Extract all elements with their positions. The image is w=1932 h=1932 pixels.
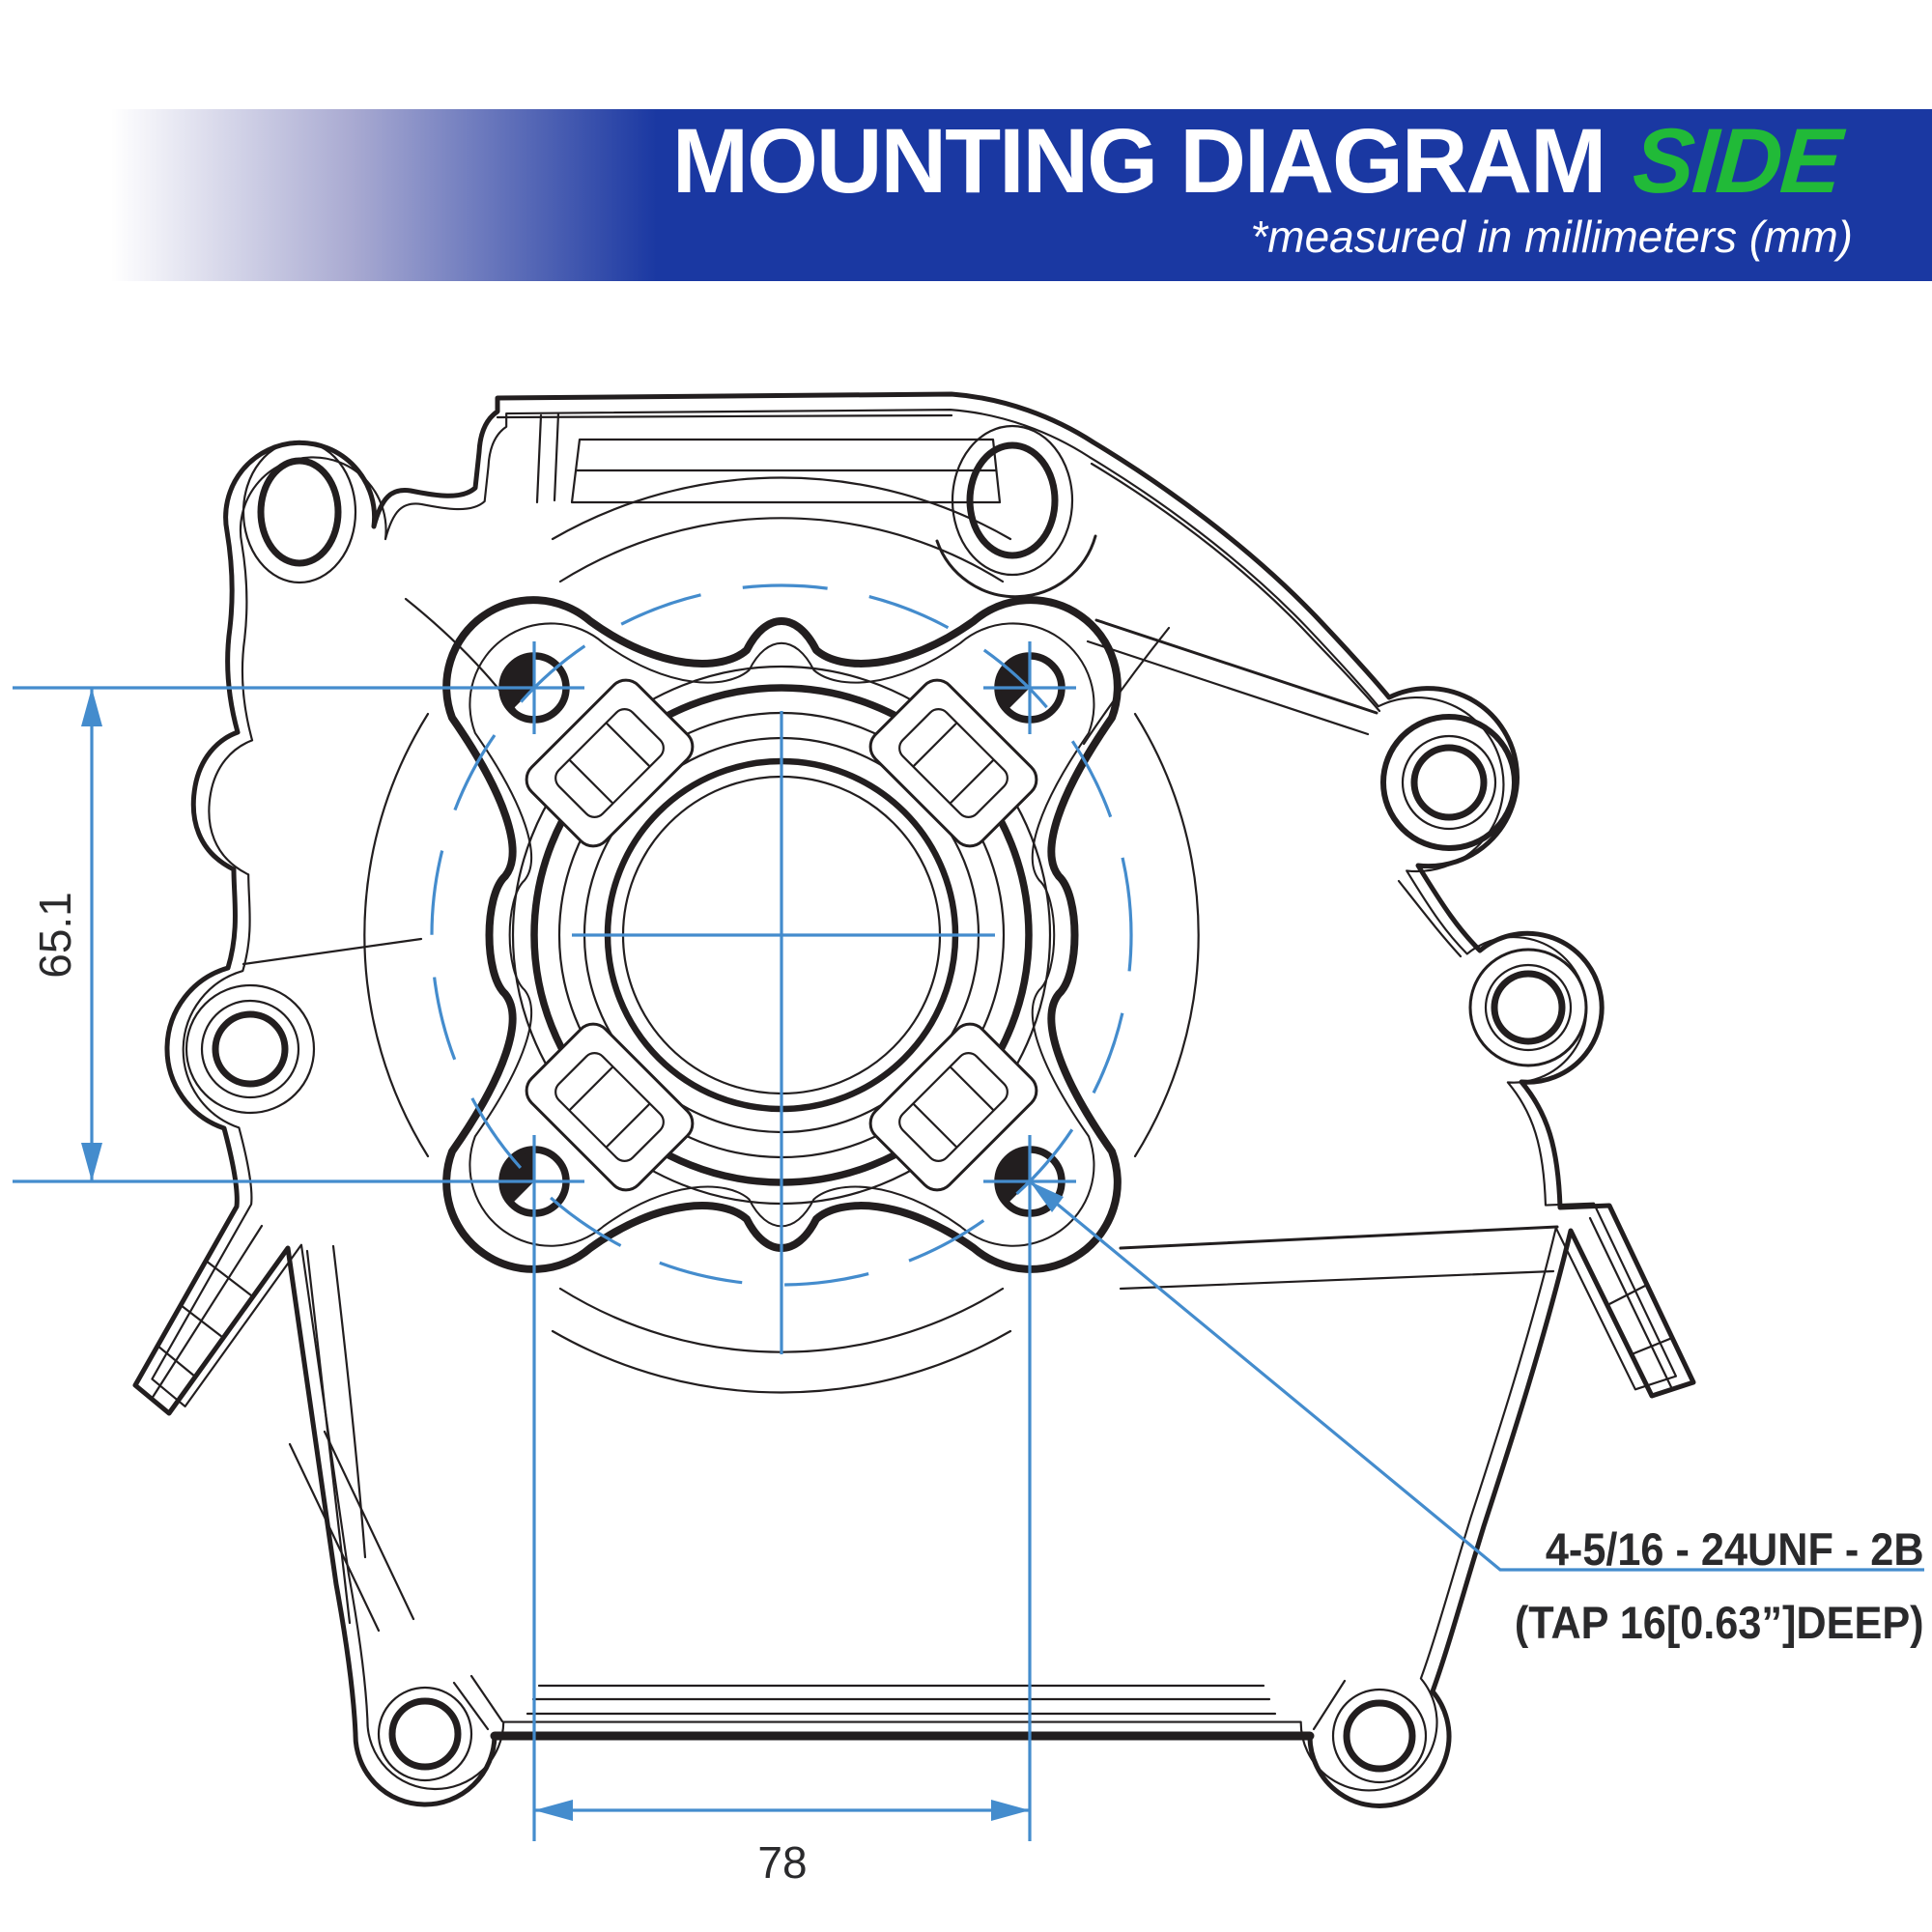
ear-hole-top-left (257, 457, 342, 567)
dome-arcs (363, 476, 1200, 1394)
clamp-pads (525, 678, 1038, 1192)
boss-hole-middle-right (1491, 970, 1566, 1045)
mounting-flange (442, 596, 1122, 1273)
crankcase-silhouette (132, 391, 1696, 1808)
wing-bracket-hatching (150, 1216, 1674, 1401)
clamp-pad-ne (868, 678, 1038, 848)
annotations (13, 583, 1924, 1841)
boss-hole-upper-right (1410, 744, 1488, 821)
corner-ears-and-bosses (185, 424, 1588, 1784)
lobe-hole-bottom-left (388, 1697, 462, 1771)
lobe-hole-bottom-right (1343, 1699, 1416, 1773)
dimension-label-vertical: 65.1 (30, 892, 80, 979)
clamp-pad-se (868, 1022, 1038, 1192)
thread-spec-line2: (TAP 16[0.63”]DEEP) (1515, 1597, 1924, 1649)
vertical-dimension (13, 686, 584, 1183)
thread-spec-line1: 4-5/16 - 24UNF - 2B (1546, 1523, 1924, 1575)
clamp-pad-sw (525, 1022, 695, 1192)
casting-ribs (242, 413, 1559, 1731)
clamp-pad-nw (525, 678, 695, 848)
ear-hole-top-right (966, 441, 1059, 559)
boss-hole-left (212, 1010, 289, 1088)
top-boss-panel (535, 412, 1002, 504)
horizontal-dimension (534, 1800, 1030, 1821)
title-text: MOUNTING DIAGRAM (671, 110, 1606, 213)
page-title: MOUNTING DIAGRAM SIDE (671, 110, 1844, 213)
center-crosshair (572, 711, 995, 1354)
units-note: *measured in millimeters (mm) (1250, 212, 1853, 262)
dimension-label-horizontal: 78 (757, 1837, 808, 1888)
thread-callout-leader (1028, 1179, 1924, 1572)
thread-spec-callout: 4-5/16 - 24UNF - 2B (TAP 16[0.63”]DEEP) (1515, 1513, 1924, 1660)
header-banner (111, 109, 1932, 281)
bolt-circle-centerline (430, 583, 1133, 1287)
